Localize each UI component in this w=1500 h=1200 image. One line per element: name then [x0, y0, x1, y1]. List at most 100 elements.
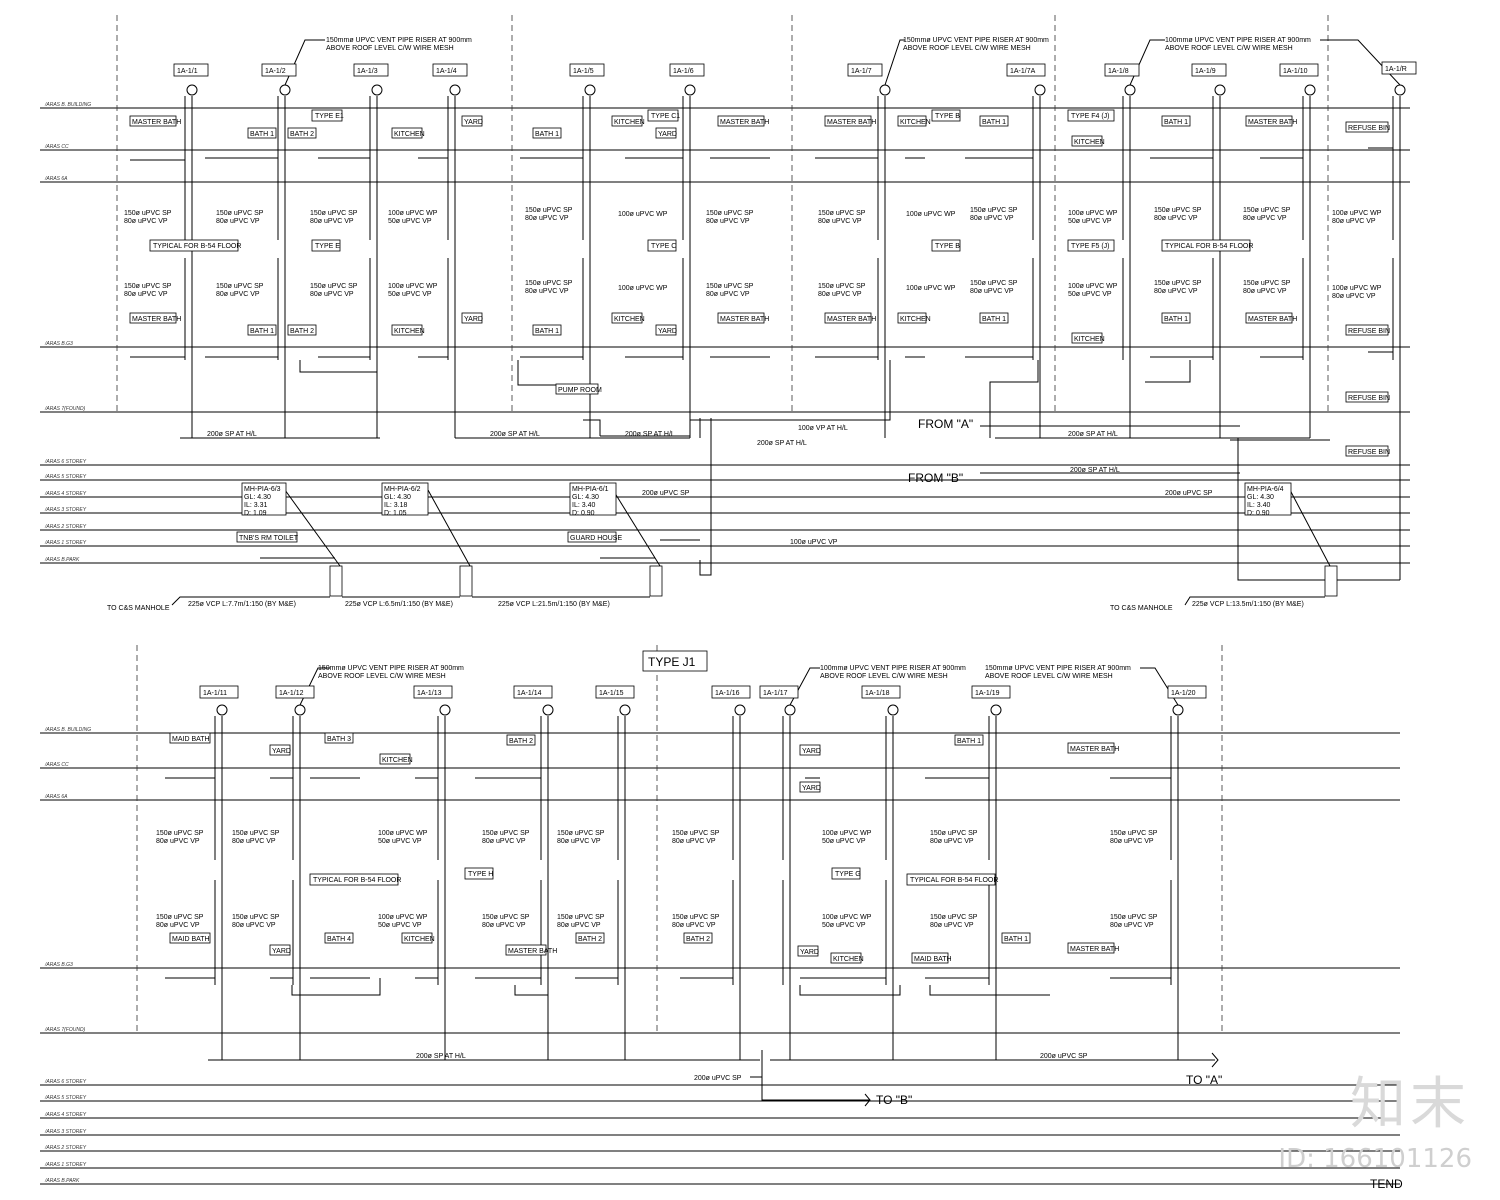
stack-tag: 1A-1/16: [715, 690, 740, 697]
room-tag: REFUSE BIN: [1348, 328, 1390, 335]
level-label: /ARAS B.PARK: [44, 557, 80, 563]
level-label: /ARAS 3 STOREY: [44, 1129, 87, 1135]
vcp-label: 225ø VCP L:13.5m/1:150 (BY M&E): [1192, 601, 1304, 608]
level-label: /ARAS 6A: [44, 794, 68, 800]
room-tag: KITCHEN: [614, 316, 645, 323]
level-label: /ARAS 7(FOUND): [44, 1027, 86, 1033]
room-tag: MASTER BATH: [720, 119, 769, 126]
sp200-label: 200ø uPVC SP: [1040, 1053, 1088, 1060]
room-tag: KITCHEN: [394, 328, 425, 335]
room-tag: KITCHEN: [614, 119, 645, 126]
stack-tag: 1A-1/12: [279, 690, 304, 697]
room-tag: MAID BATH: [914, 956, 952, 963]
stack-tag: 1A-1/4: [436, 68, 457, 75]
level-label: /ARAS 6 STOREY: [44, 459, 87, 465]
typical-note: TYPICAL FOR B-54 FLOOR: [313, 877, 401, 884]
level-label: /ARAS 4 STOREY: [44, 491, 87, 497]
room-tag: BATH 1: [1164, 119, 1188, 126]
top-type-labels: TYPE E1 TYPE E TYPE C1 TYPE C TYPE B TYP…: [149, 109, 1253, 252]
stack-tag: 1A-1/8: [1108, 68, 1129, 75]
stack-tag: 1A-1/19: [975, 690, 1000, 697]
hl-label: 200ø SP AT H/L: [1068, 431, 1118, 438]
bottom-risers: [214, 716, 1179, 1060]
top-room-tags-row2: MASTER BATH BATH 1 BATH 2 KITCHEN YARD B…: [129, 312, 1390, 344]
level-label: /ARAS B. BUILDING: [44, 102, 91, 108]
bottom-room-tags-row1: MAID BATH YARD BATH 3 KITCHEN BATH 2 YAR…: [169, 732, 1119, 793]
stack-tag: 1A-1/17: [763, 690, 788, 697]
watermark-logo: 知末: [1350, 1072, 1470, 1137]
type-j1-title: TYPE J1: [648, 655, 696, 669]
room-tag: BATH 1: [1164, 316, 1188, 323]
pipe-label: 100ø uPVC WP: [618, 211, 668, 218]
refuse-bin-tag: REFUSE BIN: [1348, 395, 1390, 402]
hl-label: 200ø SP AT H/L: [625, 431, 675, 438]
hl-label: 200ø SP AT H/L: [1070, 467, 1120, 474]
room-tag: YARD: [464, 119, 483, 126]
bottom-type-labels: TYPE H TYPE G TYPICAL FOR B-54 FLOOR TYP…: [309, 867, 998, 886]
pipe-label: 100ø uPVC WP: [618, 285, 668, 292]
level-label: /ARAS 4 STOREY: [44, 1112, 87, 1118]
bottom-misc-labels: 200ø SP AT H/L 200ø uPVC SP 200ø uPVC SP…: [416, 1053, 1403, 1191]
sp200-label: 200ø uPVC SP: [694, 1075, 742, 1082]
bottom-stack-tags: 1A-1/11 1A-1/12 1A-1/13 1A-1/14 1A-1/15 …: [199, 685, 1207, 699]
type-label: TYPE C: [651, 243, 676, 250]
to-b-label: TO "B": [876, 1093, 912, 1107]
stack-tag: 1A-1/R: [1385, 66, 1407, 73]
top-grid-lines: [116, 15, 1329, 412]
bottom-level-labels: /ARAS B. BUILDING /ARAS CC /ARAS 6A /ARA…: [44, 727, 91, 1184]
room-tag: YARD: [464, 316, 483, 323]
type-label: TYPE B: [935, 243, 960, 250]
bottom-level-lines: [40, 732, 1400, 1185]
room-tag: YARD: [658, 131, 677, 138]
upvc-sp-label: 200ø uPVC SP: [642, 490, 690, 497]
top-level-lines: [40, 107, 1410, 564]
stack-tag: 1A-1/11: [203, 690, 227, 697]
room-tag: BATH 2: [578, 936, 602, 943]
pipe-label: 100ø uPVC WP: [906, 211, 956, 218]
room-tag: MASTER BATH: [827, 119, 876, 126]
room-tag: KITCHEN: [1074, 336, 1105, 343]
room-tag: KITCHEN: [833, 956, 864, 963]
pump-room-tag: PUMP ROOM: [558, 387, 602, 394]
room-tag: KITCHEN: [404, 936, 435, 943]
stack-tag: 1A-1/6: [673, 68, 694, 75]
bottom-grid-lines: [136, 645, 1223, 1033]
toilet-tag: TNB'S RM TOILET: [239, 535, 299, 542]
level-label: /ARAS 3 STOREY: [44, 507, 87, 513]
vp100-label: 100ø uPVC VP: [790, 539, 838, 546]
room-tag: MASTER BATH: [1248, 316, 1297, 323]
stack-tag: 1A-1/3: [357, 68, 378, 75]
room-tag: BATH 3: [327, 736, 351, 743]
to-manhole-label: TO C&S MANHOLE: [107, 605, 170, 612]
room-tag: BATH 2: [290, 131, 314, 138]
stack-tag: 1A-1/10: [1283, 68, 1308, 75]
room-tag: MAID BATH: [172, 736, 210, 743]
level-label: /ARAS 6 STOREY: [44, 1079, 87, 1085]
level-label: /ARAS 7(FOUND): [44, 406, 86, 412]
